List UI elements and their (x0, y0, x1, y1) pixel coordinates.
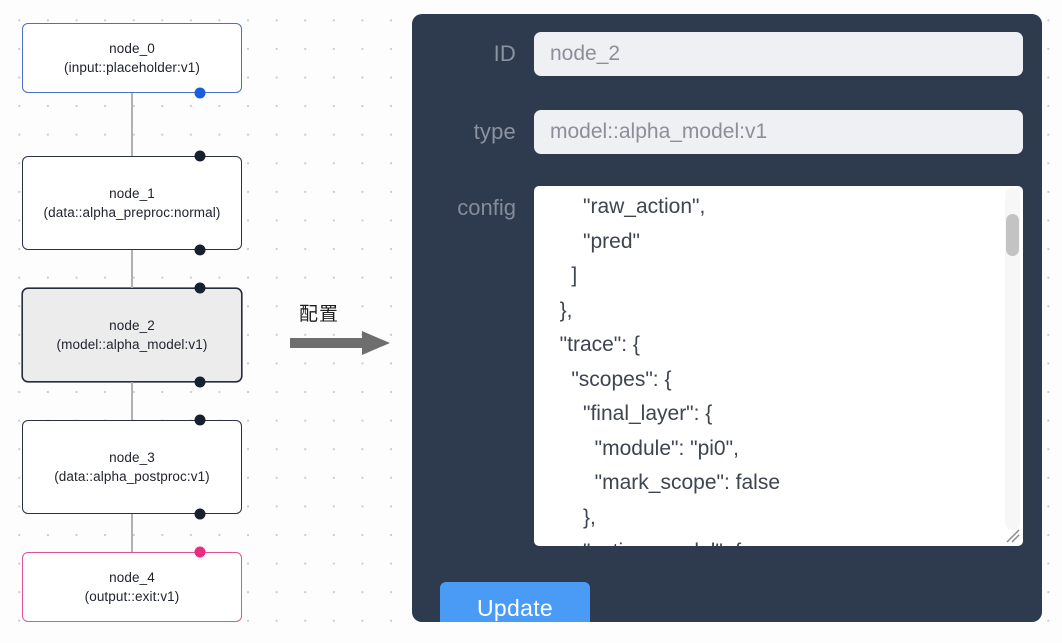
node-title: node_1 (109, 186, 155, 201)
type-field-label: type (473, 119, 516, 144)
node-handle-node_2-source[interactable] (194, 376, 206, 388)
node-handle-node_4-target[interactable] (194, 546, 206, 558)
graph-node-node_2[interactable]: node_2 (model::alpha_model:v1) (22, 288, 242, 382)
graph-node-node_0[interactable]: node_0 (input::placeholder:v1) (22, 23, 242, 93)
config-scrollbar-thumb[interactable] (1006, 214, 1019, 256)
flow-annotation-label: 配置 (299, 303, 340, 325)
type-field-row: type (428, 110, 1023, 154)
node-handle-node_3-target[interactable] (194, 414, 206, 426)
node-title: node_3 (109, 450, 155, 465)
graph-node-node_3[interactable]: node_3 (data::alpha_postproc:v1) (22, 420, 242, 514)
update-button[interactable]: Update (440, 582, 590, 622)
flow-arrow-icon (290, 331, 390, 355)
node-subtitle: (data::alpha_preproc:normal) (43, 205, 221, 220)
type-input[interactable] (534, 110, 1023, 154)
resize-grip-icon[interactable] (1003, 526, 1021, 544)
config-field-row: config "raw_action", "pred" ] }, "trace"… (428, 186, 1023, 546)
config-textarea-wrapper: "raw_action", "pred" ] }, "trace": { "sc… (534, 186, 1023, 546)
node-title: node_4 (109, 570, 155, 585)
node-subtitle: (input::placeholder:v1) (64, 60, 200, 75)
id-field-label: ID (493, 41, 516, 66)
node-subtitle: (data::alpha_postproc:v1) (54, 469, 210, 484)
id-field-row: ID (428, 32, 1023, 76)
edge-node3-node4 (131, 514, 133, 552)
config-textarea[interactable]: "raw_action", "pred" ] }, "trace": { "sc… (534, 186, 1023, 546)
edge-node0-node1 (131, 93, 133, 156)
node-subtitle: (output::exit:v1) (84, 589, 180, 604)
edge-node2-node3 (131, 382, 133, 420)
config-scrollbar-track[interactable] (1005, 188, 1020, 530)
graph-node-node_1[interactable]: node_1 (data::alpha_preproc:normal) (22, 156, 242, 250)
graph-canvas[interactable]: node_0 (input::placeholder:v1) node_1 (d… (0, 0, 400, 643)
config-field-label: config (457, 195, 516, 220)
node-handle-node_1-source[interactable] (194, 244, 206, 256)
node-handle-node_0-source[interactable] (194, 87, 206, 99)
edge-node1-node2 (131, 250, 133, 288)
graph-node-node_4[interactable]: node_4 (output::exit:v1) (22, 552, 242, 622)
id-input[interactable] (534, 32, 1023, 76)
node-subtitle: (model::alpha_model:v1) (56, 337, 208, 352)
node-title: node_2 (109, 318, 155, 333)
node-handle-node_1-target[interactable] (194, 150, 206, 162)
node-title: node_0 (109, 41, 155, 56)
config-panel: ID type config "raw_action", "pred" ] },… (412, 14, 1042, 622)
node-handle-node_2-target[interactable] (194, 282, 206, 294)
node-handle-node_3-source[interactable] (194, 508, 206, 520)
